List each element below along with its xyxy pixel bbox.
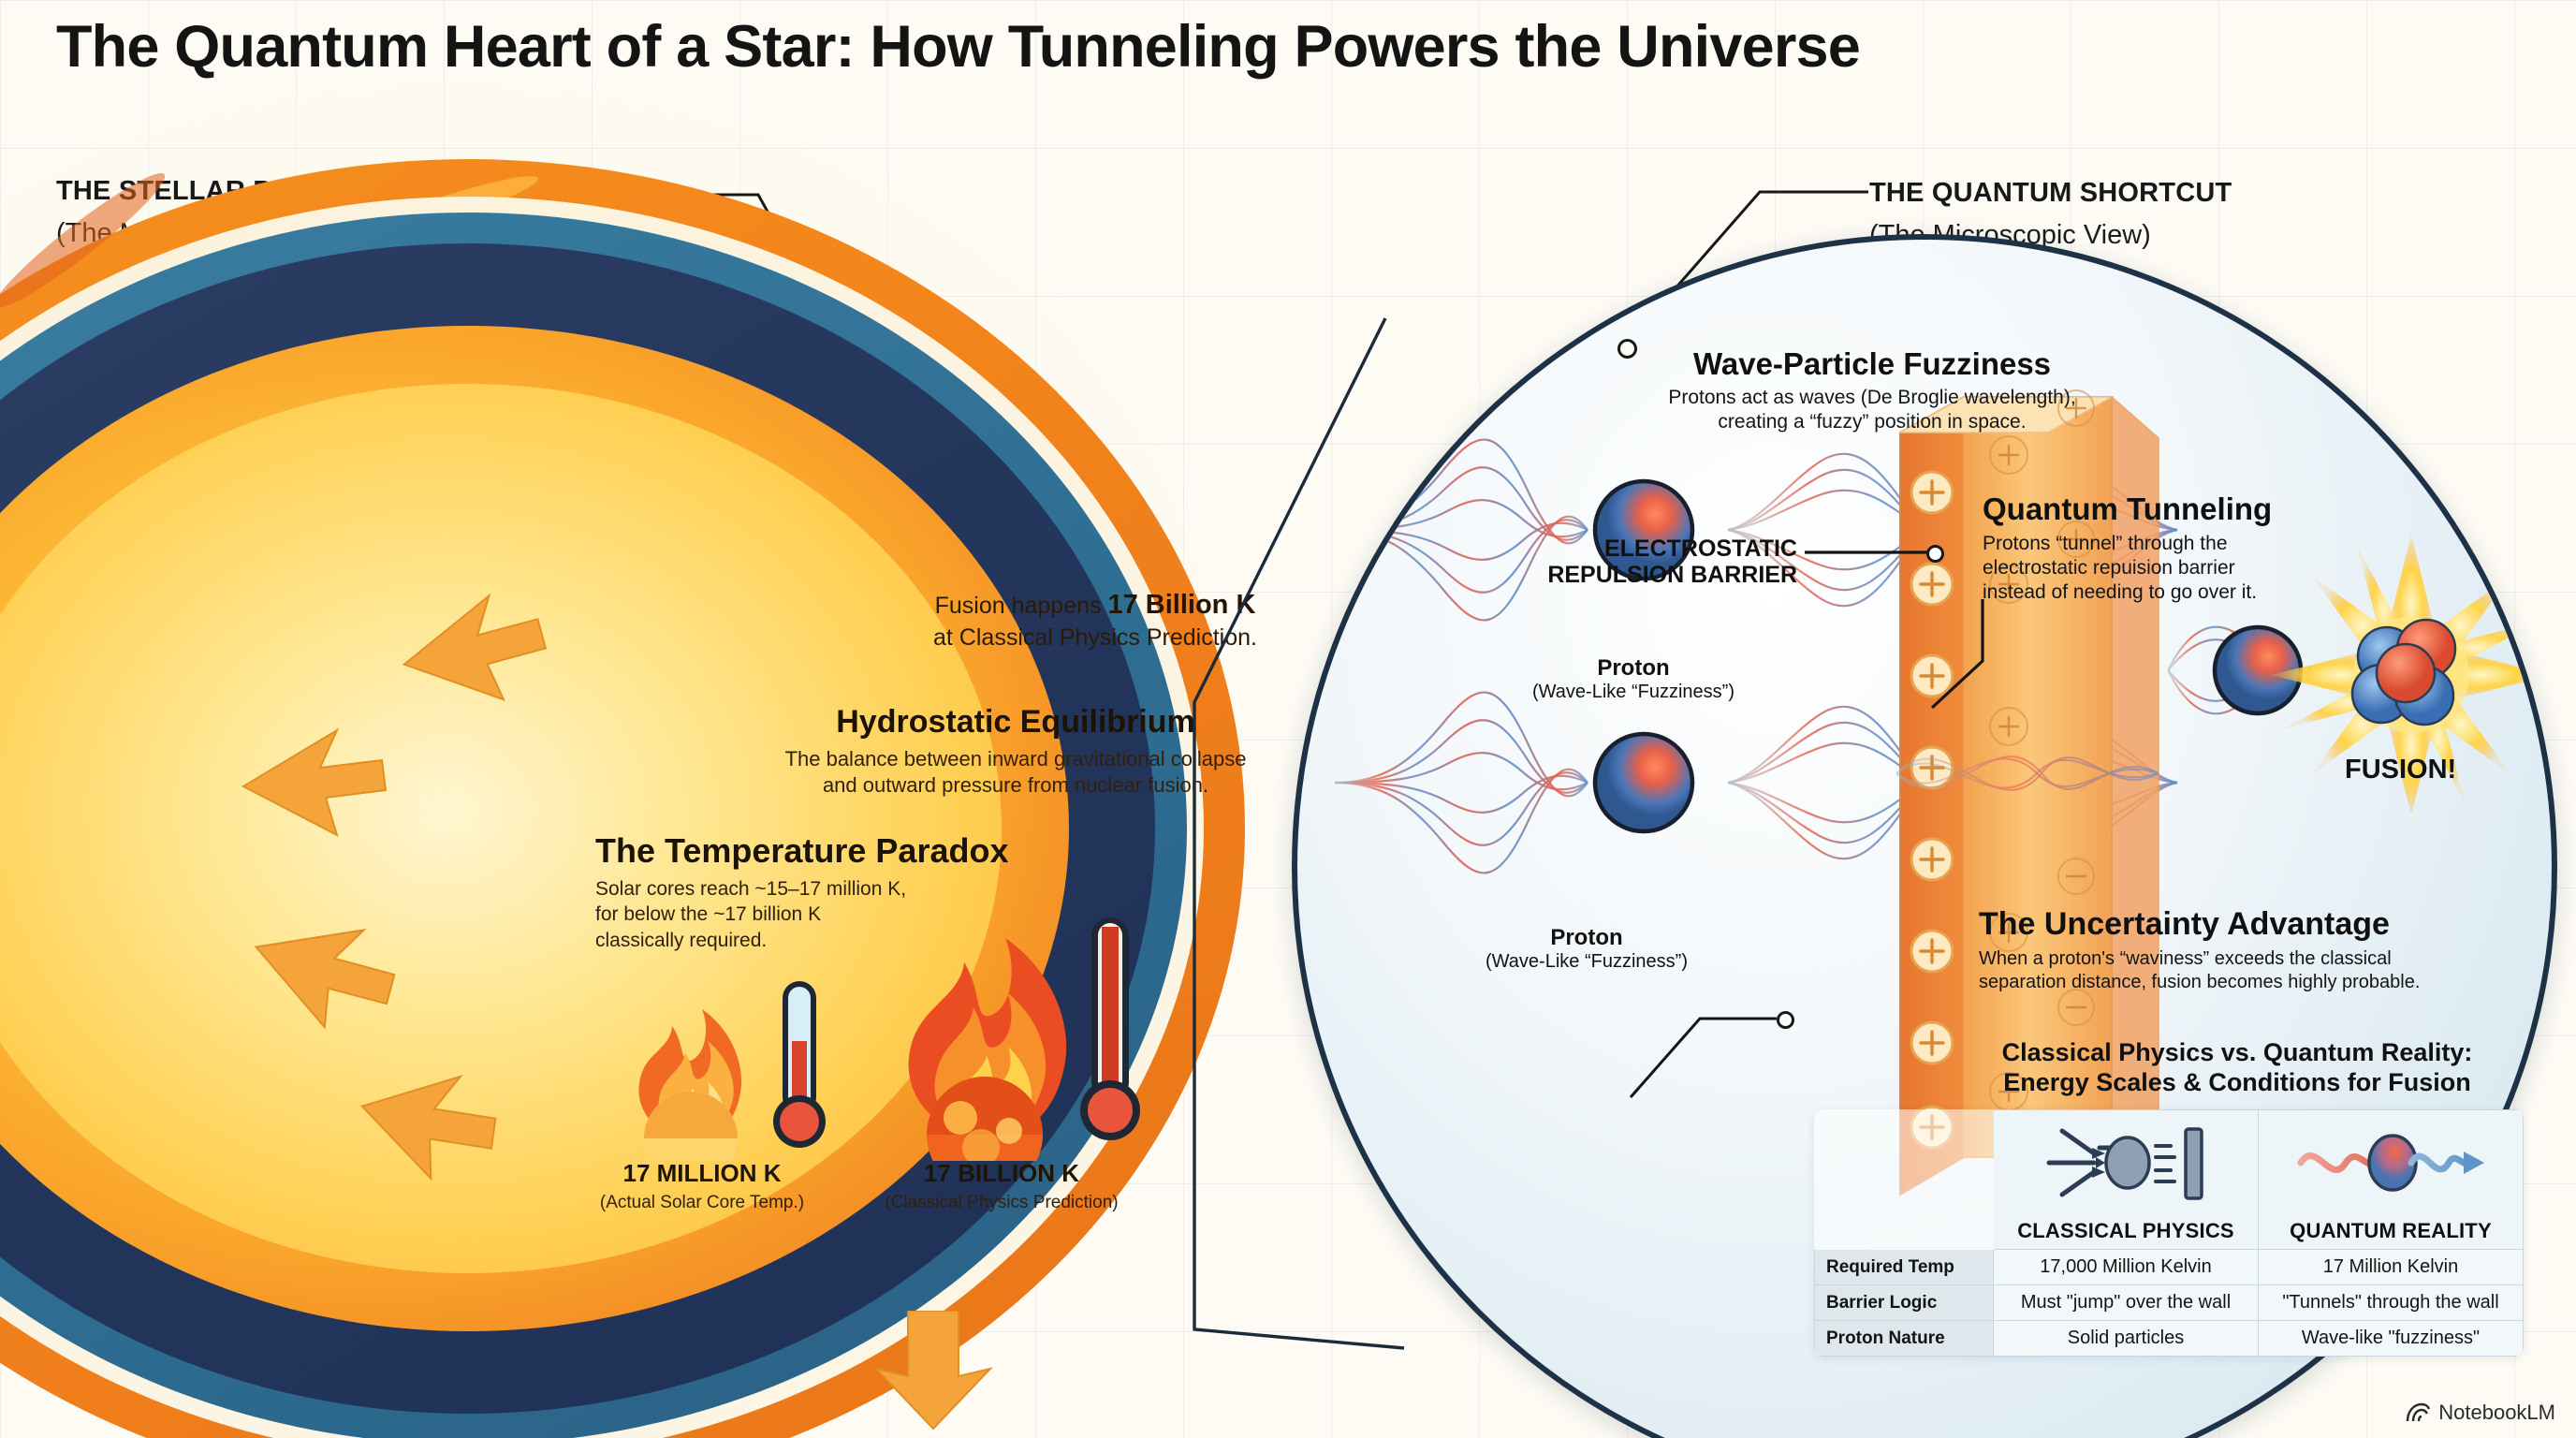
notebooklm-logo-icon bbox=[2407, 1402, 2431, 1422]
quantum-tunneling-heading: Quantum Tunneling bbox=[1983, 492, 2273, 526]
hydrostatic-body-line2: and outward pressure from nuclear fusion… bbox=[822, 773, 1209, 798]
quantum-tunneling-body-line3: instead of needing to go over it. bbox=[1983, 580, 2258, 603]
magnifier-circle bbox=[1292, 234, 2557, 1438]
wave-particle-body: Protons act as waves (De Broglie wavelen… bbox=[1582, 386, 2162, 435]
row-quantum-barrier-logic: "Tunnels" through the wall bbox=[2258, 1284, 2524, 1321]
row-classical-required-temp: 17,000 Million Kelvin bbox=[1993, 1249, 2259, 1285]
wave-particle-heading: Wave-Particle Fuzziness bbox=[1692, 346, 2052, 381]
wave-particle-body-line2: creating a “fuzzy” position in space. bbox=[1718, 411, 2027, 433]
comparison-corner-cell bbox=[1815, 1110, 1994, 1250]
row-classical-barrier-logic: Must "jump" over the wall bbox=[1993, 1284, 2259, 1321]
proton-label-lower-name: Proton bbox=[1550, 925, 1623, 950]
comparison-table-title: Classical Physics vs. Quantum Reality: E… bbox=[1910, 1037, 2565, 1098]
uncertainty-heading: The Uncertainty Advantage bbox=[1979, 906, 2390, 942]
fusion-note-value: 17 Billion K bbox=[1107, 590, 1256, 620]
fusion-note-line2: at Classical Physics Prediction. bbox=[933, 624, 1257, 652]
uncertainty-body: When a proton's “waviness” exceeds the c… bbox=[1979, 947, 2503, 994]
thermometer-icon-billion bbox=[908, 917, 1140, 1161]
hydrostatic-body-line1: The balance between inward gravitational… bbox=[784, 747, 1247, 770]
comparison-header-classical-label: CLASSICAL PHYSICS bbox=[2017, 1219, 2234, 1242]
paradox-body-line2: for below the ~17 billion K bbox=[595, 903, 822, 926]
electrostatic-barrier-slab bbox=[1895, 389, 2159, 1196]
barrier-leader-line bbox=[1805, 550, 1936, 554]
uncertainty-body-line1: When a proton's “waviness” exceeds the c… bbox=[1979, 948, 2392, 969]
thermometer-value-1: 17 MILLION K bbox=[622, 1159, 782, 1187]
zoom-cone bbox=[1193, 317, 1405, 1350]
row-label-proton-nature: Proton Nature bbox=[1814, 1320, 1994, 1357]
quantum-tunneling-body: Protons “tunnel” through the electrostat… bbox=[1983, 532, 2413, 604]
proton-label-upper-name: Proton bbox=[1597, 655, 1670, 681]
row-label-required-temp: Required Temp bbox=[1814, 1249, 1994, 1285]
tunneled-proton-and-fusion bbox=[2168, 624, 2402, 716]
classical-physics-icon bbox=[2046, 1127, 2203, 1200]
comparison-table: CLASSICAL PHYSICS QUANTUM REALITY bbox=[1814, 1109, 2524, 1357]
barrier-bottom-leader-line bbox=[1629, 1017, 1777, 1098]
fusion-tag: FUSION! bbox=[2345, 755, 2457, 785]
star-core-inner bbox=[0, 384, 1002, 1273]
comparison-title-line2: Energy Scales & Conditions for Fusion bbox=[2003, 1068, 2471, 1097]
paradox-body-line3: classically required. bbox=[595, 929, 768, 951]
proton-label-upper: Proton (Wave-Like “Fuzziness”) bbox=[1460, 655, 1807, 703]
quantum-tunneling-body-line2: electrostatic repuision barrier bbox=[1983, 556, 2235, 579]
barrier-label-line1: ELECTROSTATIC bbox=[1603, 536, 1797, 562]
brand-name: NotebookLM bbox=[2438, 1401, 2555, 1424]
right-leader-endpoint bbox=[1617, 339, 1637, 359]
page-title: The Quantum Heart of a Star: How Tunneli… bbox=[56, 14, 1861, 80]
fusion-note-line1-pre: Fusion happens bbox=[934, 593, 1102, 619]
barrier-bottom-leader-endpoint bbox=[1777, 1011, 1794, 1029]
downward-pressure-arrow bbox=[872, 1311, 994, 1431]
barrier-label: ELECTROSTATIC REPULSION BARRIER bbox=[1404, 536, 1797, 588]
quantum-reality-icon bbox=[2297, 1134, 2484, 1192]
paradox-body-line1: Solar cores reach ~15–17 million K, bbox=[595, 878, 907, 900]
comparison-title-line1: Classical Physics vs. Quantum Reality: bbox=[2001, 1038, 2473, 1066]
comparison-header-quantum-label: QUANTUM REALITY bbox=[2290, 1219, 2492, 1242]
paradox-block: The Temperature Paradox Solar cores reac… bbox=[595, 831, 1251, 953]
right-callout-heading: THE QUANTUM SHORTCUT bbox=[1869, 178, 2232, 208]
row-quantum-required-temp: 17 Million Kelvin bbox=[2258, 1249, 2524, 1285]
comparison-header-classical: CLASSICAL PHYSICS bbox=[1993, 1109, 2259, 1250]
thermometer-caption-2: (Classical Physics Prediction) bbox=[885, 1193, 1119, 1212]
proton-label-upper-sub: (Wave-Like “Fuzziness”) bbox=[1532, 682, 1734, 702]
table-row: Required Temp 17,000 Million Kelvin 17 M… bbox=[1814, 1249, 2524, 1285]
brand-watermark: NotebookLM bbox=[2406, 1401, 2555, 1425]
hydrostatic-block: Hydrostatic Equilibrium The balance betw… bbox=[608, 704, 1423, 799]
table-row: Barrier Logic Must "jump" over the wall … bbox=[1814, 1284, 2524, 1321]
outward-pressure-arrows bbox=[241, 593, 548, 1181]
table-row: Proton Nature Solid particles Wave-like … bbox=[1814, 1320, 2524, 1357]
uncertainty-body-line2: separation distance, fusion becomes high… bbox=[1979, 972, 2421, 992]
comparison-table-header-row: CLASSICAL PHYSICS QUANTUM REALITY bbox=[1815, 1109, 2524, 1250]
row-quantum-proton-nature: Wave-like "fuzziness" bbox=[2258, 1320, 2524, 1357]
proton-label-lower: Proton (Wave-Like “Fuzziness”) bbox=[1413, 925, 1760, 973]
fusion-note: Fusion happens 17 Billion K at Classical… bbox=[805, 588, 1385, 653]
paradox-heading: The Temperature Paradox bbox=[595, 831, 1009, 870]
comparison-header-quantum: QUANTUM REALITY bbox=[2258, 1109, 2524, 1250]
barrier-leader-endpoint bbox=[1926, 545, 1944, 563]
fusion-burst-icon bbox=[2271, 535, 2552, 815]
row-label-barrier-logic: Barrier Logic bbox=[1814, 1284, 1994, 1321]
thermometer-value-2: 17 BILLION K bbox=[923, 1159, 1080, 1187]
star-cross-section bbox=[0, 122, 1282, 1438]
quantum-tunneling-body-line1: Protons “tunnel” through the bbox=[1983, 533, 2228, 554]
hydrostatic-heading: Hydrostatic Equilibrium bbox=[836, 704, 1195, 740]
thermometer-icon-million bbox=[638, 981, 826, 1161]
proton-label-lower-sub: (Wave-Like “Fuzziness”) bbox=[1486, 951, 1688, 972]
thermometer-caption-1: (Actual Solar Core Temp.) bbox=[599, 1193, 805, 1212]
row-classical-proton-nature: Solid particles bbox=[1993, 1320, 2259, 1357]
wave-particle-body-line1: Protons act as waves (De Broglie wavelen… bbox=[1668, 387, 2076, 408]
barrier-label-line2: REPULSION BARRIER bbox=[1547, 562, 1797, 588]
quantum-tunneling-leader-line bbox=[1930, 599, 1984, 710]
